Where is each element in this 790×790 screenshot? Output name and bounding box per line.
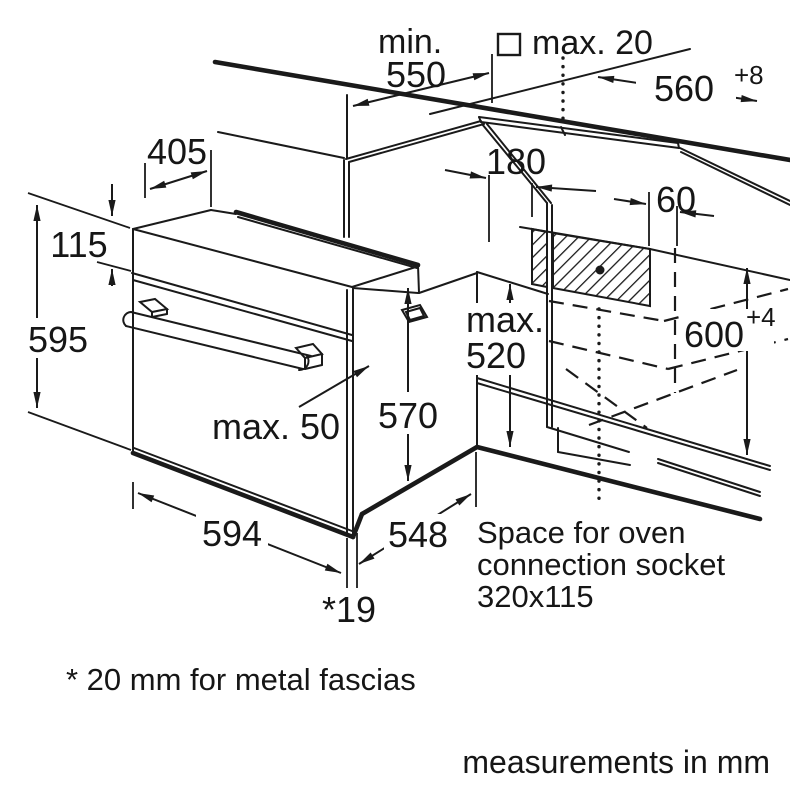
label-180: 180 — [486, 141, 546, 182]
socket-note-line1: Space for oven — [477, 515, 686, 550]
label-405: 405 — [147, 131, 207, 172]
label-max-50: max. 50 — [212, 406, 340, 447]
label-600-sup: +4 — [746, 302, 776, 332]
socket-hatch-area — [531, 227, 651, 308]
socket-note-line2: connection socket — [477, 547, 726, 582]
label-600: 600 — [684, 314, 744, 355]
label-60: 60 — [656, 179, 696, 220]
label-594: 594 — [202, 513, 262, 554]
label-595: 595 — [28, 319, 88, 360]
notes: Space for oven connection socket 320x115… — [66, 515, 770, 780]
label-550: 550 — [386, 54, 446, 95]
label-520: 520 — [466, 335, 526, 376]
socket-note-line3: 320x115 — [477, 579, 594, 614]
label-570: 570 — [378, 395, 438, 436]
label-min: min. — [378, 23, 442, 61]
label-backgrounds — [28, 66, 774, 552]
label-560-sup: +8 — [734, 60, 764, 90]
dimension-labels: min. 550 max. 20 560 +8 405 115 595 180 … — [28, 23, 776, 630]
units-note: measurements in mm — [462, 744, 770, 780]
vent-slot — [400, 303, 429, 324]
fascia-footnote: * 20 mm for metal fascias — [66, 662, 416, 697]
extension-lines — [27, 54, 678, 588]
label-19: *19 — [322, 589, 376, 630]
oven — [122, 209, 480, 540]
label-115: 115 — [50, 224, 107, 265]
label-560: 560 — [654, 68, 714, 109]
label-max-20: max. 20 — [532, 24, 653, 62]
door-handle — [122, 297, 324, 371]
square-symbol — [496, 32, 522, 57]
socket-position-dot — [595, 265, 605, 275]
countertop — [212, 48, 790, 206]
label-548: 548 — [388, 514, 448, 555]
label-max: max. — [466, 299, 544, 340]
